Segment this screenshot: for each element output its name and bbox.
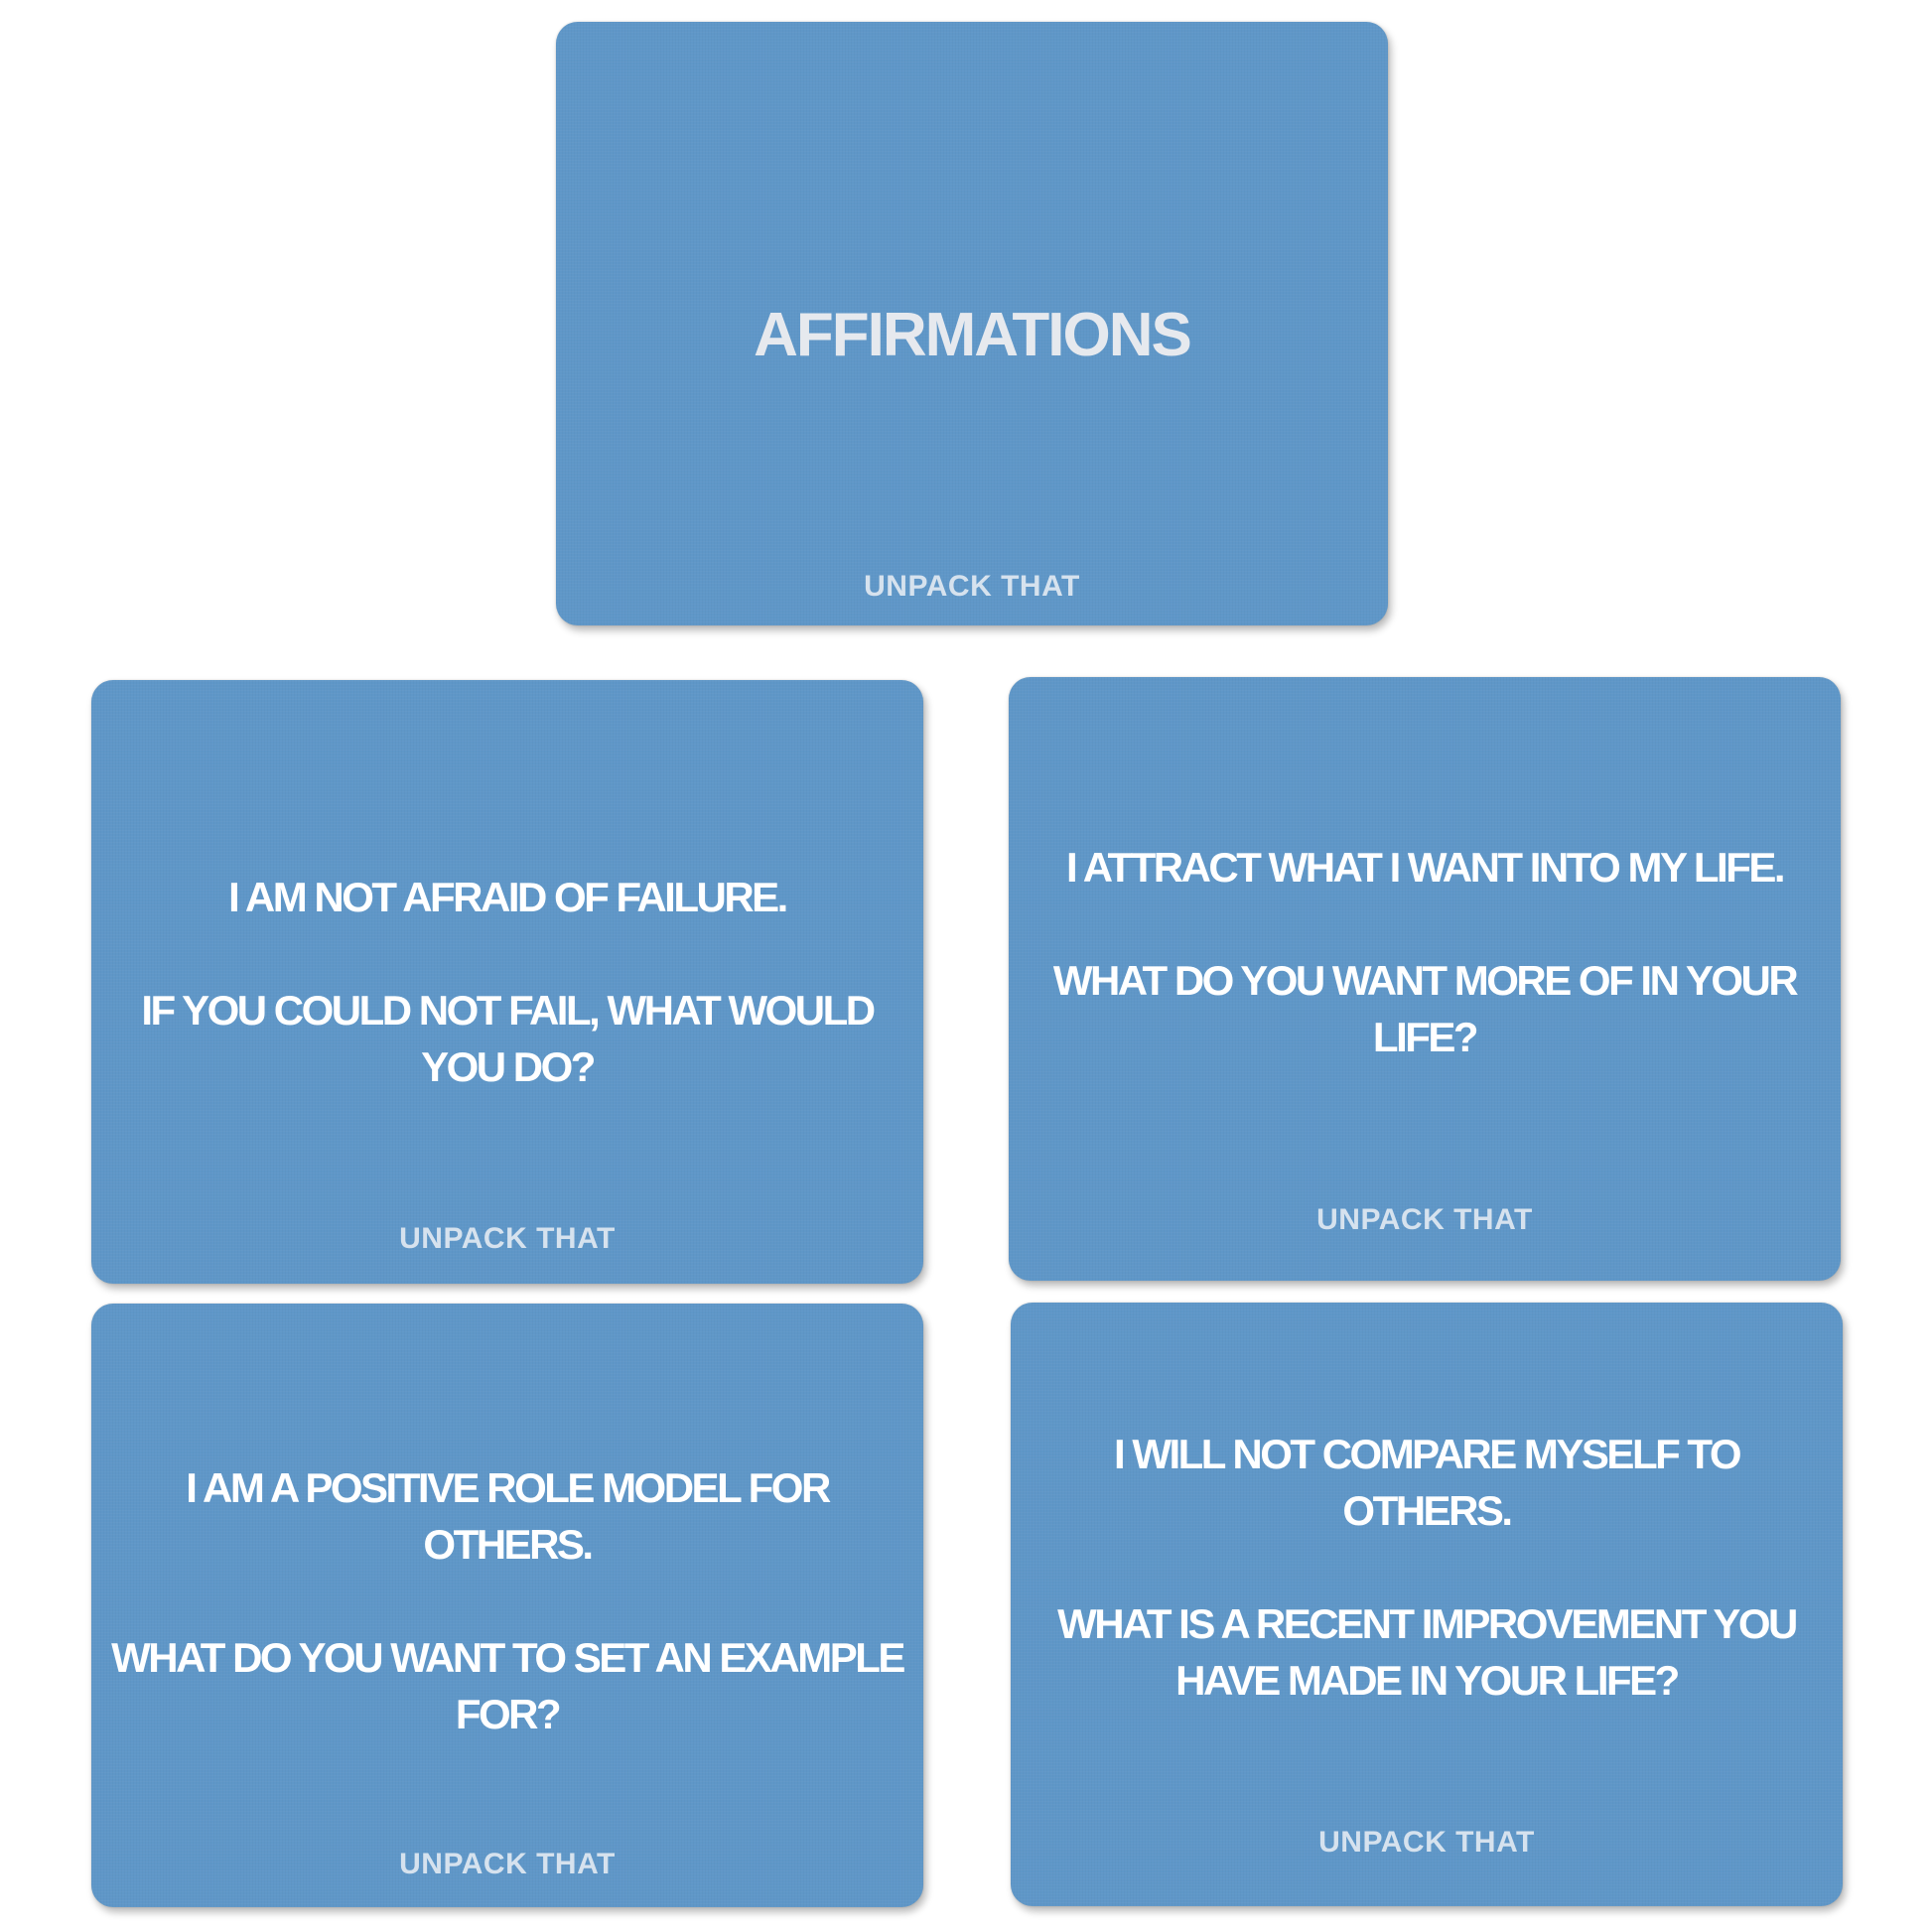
question-text: WHAT DO YOU WANT MORE OF IN YOUR LIFE? [1052,957,1799,1060]
brand-label: UNPACK THAT [399,1222,616,1255]
card-title: AFFIRMATIONS [754,301,1192,369]
card-body: I WILL NOT COMPARE MYSELF TO OTHERS. WHA… [1031,1426,1823,1709]
affirmation-card-role-model: I AM A POSITIVE ROLE MODEL FOR OTHERS. W… [91,1304,923,1907]
affirmation-card-attract: I ATTRACT WHAT I WANT INTO MY LIFE. WHAT… [1009,677,1841,1281]
affirmation-text: I AM NOT AFRAID OF FAILURE. [228,874,788,920]
affirmations-cover-card: AFFIRMATIONS UNPACK THAT [556,22,1388,625]
affirmation-text: I AM A POSITIVE ROLE MODEL FOR OTHERS. [186,1464,831,1568]
question-text: IF YOU COULD NOT FAIL, WHAT WOULD YOU DO… [141,987,876,1090]
affirmation-text: I ATTRACT WHAT I WANT INTO MY LIFE. [1065,844,1786,891]
question-text: WHAT IS A RECENT IMPROVEMENT YOU HAVE MA… [1057,1600,1798,1704]
brand-label: UNPACK THAT [399,1848,616,1880]
affirmation-card-compare: I WILL NOT COMPARE MYSELF TO OTHERS. WHA… [1011,1303,1843,1906]
card-body: I AM A POSITIVE ROLE MODEL FOR OTHERS. W… [111,1459,905,1742]
affirmation-text: I WILL NOT COMPARE MYSELF TO OTHERS. [1114,1431,1742,1534]
card-body: I AM NOT AFRAID OF FAILURE. IF YOU COULD… [111,869,903,1095]
brand-label: UNPACK THAT [1316,1203,1533,1236]
card-body: I ATTRACT WHAT I WANT INTO MY LIFE. WHAT… [1029,839,1821,1065]
question-text: WHAT DO YOU WANT TO SET AN EXAMPLE FOR? [111,1634,905,1737]
brand-label: UNPACK THAT [1318,1826,1535,1859]
affirmation-card-failure: I AM NOT AFRAID OF FAILURE. IF YOU COULD… [91,680,923,1284]
brand-label: UNPACK THAT [864,570,1080,603]
